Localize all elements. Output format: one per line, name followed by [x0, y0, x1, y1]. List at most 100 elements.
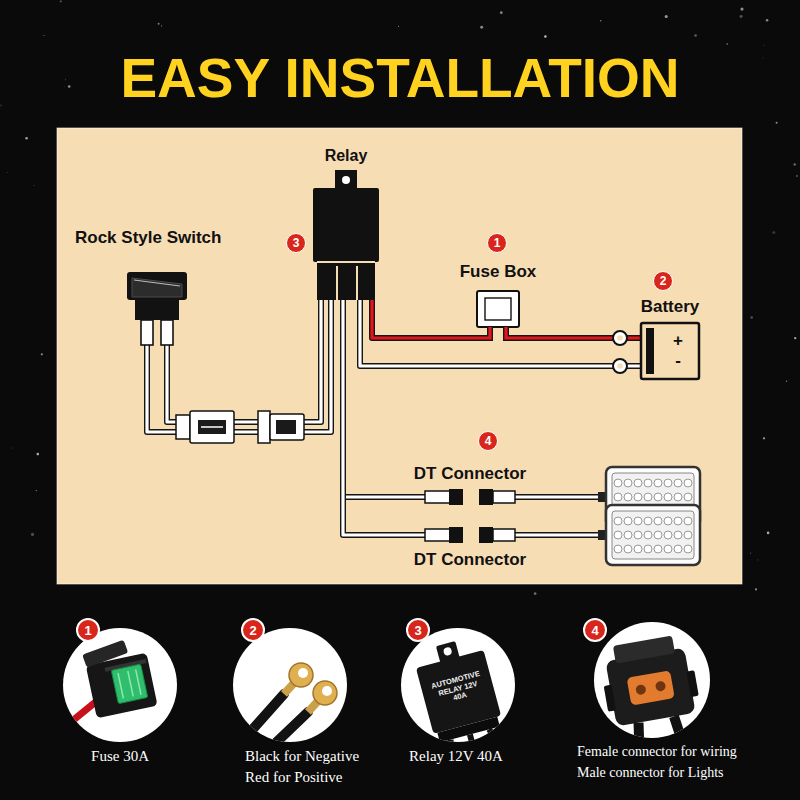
- switch-plug: [190, 411, 234, 443]
- fuse-symbol: [476, 290, 520, 342]
- led-reflector: [624, 545, 632, 553]
- dt-connector-photo: [613, 635, 675, 663]
- caption-box: Male connector for Lights: [577, 763, 724, 783]
- callout-badge: 4: [583, 618, 607, 642]
- ring-terminal-photo: [322, 686, 332, 696]
- star: [161, 25, 162, 26]
- switch-highlight: [134, 280, 180, 286]
- male-head: [479, 489, 493, 505]
- callout-number: 3: [414, 624, 421, 637]
- wire-sheath: [343, 300, 425, 497]
- star: [36, 453, 39, 456]
- star: [31, 533, 34, 536]
- switch-plug: [176, 411, 234, 443]
- relay-body: [313, 188, 379, 262]
- switch-plug: [176, 415, 190, 439]
- ring-terminal-photo: [289, 663, 313, 687]
- led-reflector: [684, 493, 692, 501]
- dt-connector-photo: [686, 670, 698, 697]
- battery-symbol: Battery+-: [640, 297, 700, 380]
- star: [158, 23, 160, 25]
- led-reflector: [614, 531, 622, 539]
- led-reflector: [674, 517, 682, 525]
- ring-terminal-photo: [308, 701, 318, 712]
- rocker-switch: Rock Style Switch: [75, 228, 221, 345]
- led-reflector: [614, 517, 622, 525]
- part-name: Relay: [325, 146, 368, 166]
- switch-body: [135, 300, 179, 320]
- callout-badge: 3: [406, 618, 430, 642]
- switch-socket: [276, 420, 296, 434]
- battery-plate: [646, 328, 654, 374]
- work-light: [598, 505, 700, 565]
- caption-box: Red for Positive: [245, 767, 343, 787]
- ring-terminal-photo: [313, 681, 337, 705]
- dt-connector-photo: [594, 622, 710, 738]
- wire-sheath: [372, 300, 476, 338]
- dt-connector: DT Connector: [414, 526, 526, 570]
- led-reflector: [624, 531, 632, 539]
- wire-core: [343, 300, 425, 497]
- star: [60, 0, 62, 2]
- title-box: EASY INSTALLATION: [0, 48, 800, 108]
- star: [398, 26, 399, 27]
- male-head: [479, 527, 493, 543]
- part-name: DT Connector: [414, 550, 526, 570]
- led-reflector: [614, 545, 622, 553]
- star: [0, 105, 2, 107]
- star: [25, 137, 28, 140]
- caption-box: Relay 12V 40A: [409, 746, 503, 766]
- fuse-box: Fuse Box: [460, 262, 537, 342]
- dt-connector-photo: [597, 633, 706, 755]
- lamp-lead: [515, 533, 598, 536]
- led-reflector: [654, 479, 662, 487]
- star: [763, 437, 765, 439]
- battery-symbol: [640, 322, 700, 380]
- led-reflector: [684, 545, 692, 553]
- fuse-outline: [476, 290, 520, 342]
- relay-photo: [412, 635, 510, 767]
- relay-photo: [401, 628, 515, 742]
- star: [33, 185, 34, 186]
- dt-outline: [425, 526, 515, 544]
- male-plug: [493, 491, 515, 503]
- led-reflector: [654, 493, 662, 501]
- star: [755, 588, 757, 590]
- star: [665, 15, 668, 18]
- star: [43, 35, 44, 36]
- photo-caption: Female connector for wiring: [577, 742, 737, 762]
- fuse-window: [485, 298, 511, 320]
- switch-socket: [258, 411, 270, 443]
- led-reflector: [614, 493, 622, 501]
- dt-outline: [425, 488, 515, 506]
- wire-core: [167, 300, 321, 422]
- star: [757, 559, 758, 560]
- led-reflector: [644, 479, 652, 487]
- relay-outline: [313, 170, 379, 300]
- led-reflector: [664, 493, 672, 501]
- led-reflector: [674, 479, 682, 487]
- part-name: Fuse Box: [460, 262, 537, 282]
- led-reflector: [634, 479, 642, 487]
- diagram-panel: [57, 128, 742, 584]
- led-reflector: [634, 545, 642, 553]
- led-reflector: [674, 545, 682, 553]
- lamp-lead-sheath: [515, 532, 598, 538]
- star: [796, 175, 798, 177]
- star: [786, 381, 787, 382]
- ring-terminal-photo: [233, 628, 347, 756]
- relay-print: AUTOMOTIVE RELAY 12V 40A: [430, 670, 487, 708]
- callout-number: 3: [293, 237, 300, 249]
- fuse-photo: [55, 636, 158, 735]
- star: [544, 35, 547, 38]
- led-reflector: [674, 493, 682, 501]
- fuse-holder: [477, 291, 519, 327]
- switch-leg: [141, 320, 153, 345]
- relay-symbol: [313, 170, 379, 300]
- star: [772, 231, 775, 234]
- led-reflector: [684, 531, 692, 539]
- star: [500, 11, 503, 14]
